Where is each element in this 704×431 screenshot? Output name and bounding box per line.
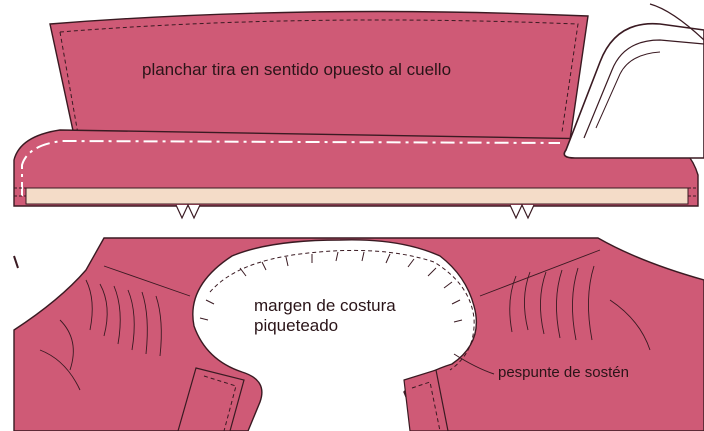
facing-right-stitch <box>411 381 441 431</box>
topstitch-band <box>21 139 561 196</box>
facing-right <box>403 369 449 431</box>
gather-lines-right <box>479 249 651 351</box>
band-end-left <box>14 187 26 197</box>
stay-stitch-pointer <box>453 353 495 375</box>
stay-stitch-line <box>209 249 475 371</box>
seam-margin-label: margen de costura piqueteado <box>254 296 396 335</box>
collar-strip-upper <box>49 10 589 141</box>
stitch-line-upper <box>59 19 579 133</box>
stay-stitch-label: pespunte de sostén <box>498 364 629 381</box>
side-mark <box>13 255 19 269</box>
band-end-right <box>688 187 698 197</box>
clip-marks <box>199 251 463 323</box>
seam-margin-label-line1: margen de costura <box>254 296 396 315</box>
stitch-line-upper-left <box>59 31 79 135</box>
instruction-label: planchar tira en sentido opuesto al cuel… <box>142 60 452 79</box>
seam-margin-label-line2: piqueteado <box>254 315 339 335</box>
gather-lines-left <box>39 265 191 391</box>
notch-left <box>175 203 201 220</box>
notch-right <box>509 203 535 220</box>
facing-strip <box>25 187 689 205</box>
facing-left-stitch <box>203 375 237 431</box>
iron-icon <box>563 3 704 159</box>
